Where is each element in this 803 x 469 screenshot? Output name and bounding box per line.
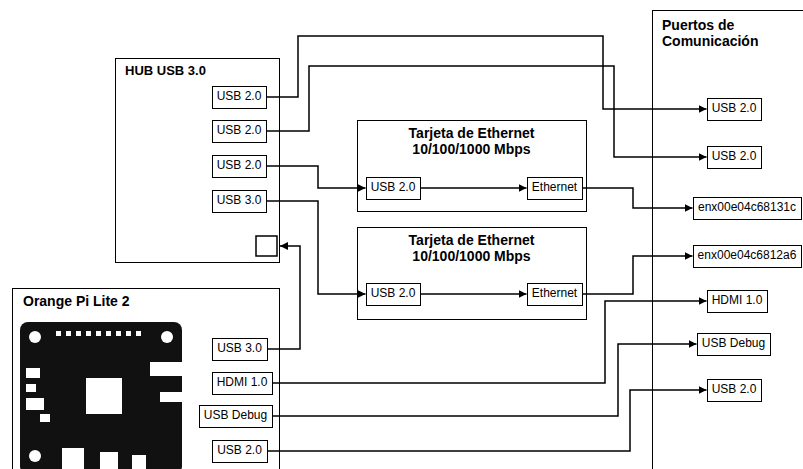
port-label: Ethernet: [532, 181, 577, 194]
port-label: USB 2.0: [371, 181, 416, 194]
connector-arrow: [421, 187, 527, 189]
hub-box: HUB USB 3.0USB 2.0USB 2.0USB 2.0USB 3.0: [115, 58, 280, 263]
box-title: Orange Pi Lite 2: [23, 293, 263, 309]
port-box: HDMI 1.0: [707, 290, 768, 313]
port-label: USB Debug: [204, 409, 267, 422]
port-box: USB 2.0: [366, 283, 421, 306]
port-label: USB 2.0: [217, 444, 262, 457]
box-title: HUB USB 3.0: [125, 64, 275, 79]
port-box: USB Debug: [697, 333, 771, 356]
port-box: HDMI 1.0: [212, 372, 273, 395]
port-box: USB 2.0: [707, 379, 762, 402]
port-box: Ethernet: [527, 283, 583, 306]
port-box: USB 2.0: [212, 155, 267, 178]
port-box: enx00e04c6812a6: [693, 245, 802, 268]
ports-panel: Puertos de ComunicaciónUSB 2.0USB 2.0enx…: [652, 10, 803, 469]
port-label: USB 2.0: [217, 124, 262, 137]
port-box: USB Debug: [199, 405, 273, 428]
port-box: USB 2.0: [366, 177, 421, 200]
port-label: USB 2.0: [217, 90, 262, 103]
port-label: HDMI 1.0: [712, 294, 763, 307]
connector-arrow: [267, 66, 707, 157]
port-label: USB Debug: [702, 337, 765, 350]
box-title: Puertos de Comunicación: [662, 17, 802, 49]
port-box: USB 3.0: [212, 338, 268, 361]
connector-arrow: [583, 188, 693, 208]
port-label: USB 3.0: [217, 342, 262, 355]
port-box: USB 2.0: [707, 98, 762, 121]
port-box: USB 2.0: [707, 146, 762, 169]
connector-arrow: [268, 390, 707, 451]
connector-arrow: [267, 36, 707, 109]
box-title: Tarjeta de Ethernet 10/100/1000 Mbps: [358, 125, 585, 157]
connector-arrow: [273, 301, 707, 383]
port-box: USB 2.0: [212, 120, 267, 143]
port-label: USB 2.0: [217, 159, 262, 172]
box-title: Tarjeta de Ethernet 10/100/1000 Mbps: [358, 232, 585, 264]
port-box: enx00e04c68131c: [693, 197, 802, 220]
port-box: USB 2.0: [212, 440, 268, 463]
connector-arrow: [267, 201, 366, 294]
port-box: USB 2.0: [212, 86, 267, 109]
usb-port-square: [256, 236, 277, 256]
port-label: HDMI 1.0: [217, 376, 268, 389]
port-label: USB 3.0: [217, 194, 262, 207]
board-box: Orange Pi Lite 2 USB 3.0HDMI 1.0USB Debug…: [12, 288, 280, 469]
connector-arrow: [268, 246, 301, 349]
port-label: USB 2.0: [712, 102, 757, 115]
port-label: enx00e04c68131c: [698, 201, 796, 214]
board-illustration: [20, 322, 182, 469]
ethernet-card: Tarjeta de Ethernet 10/100/1000 MbpsUSB …: [357, 227, 587, 320]
connector-arrow: [273, 344, 697, 416]
connector-arrow: [267, 166, 366, 188]
port-label: USB 2.0: [371, 287, 416, 300]
port-box: Ethernet: [527, 177, 583, 200]
port-box: USB 3.0: [212, 190, 267, 213]
port-label: Ethernet: [532, 287, 577, 300]
port-label: USB 2.0: [712, 383, 757, 396]
ethernet-card: Tarjeta de Ethernet 10/100/1000 MbpsUSB …: [357, 120, 587, 212]
connector-arrow: [421, 293, 527, 295]
connector-arrow: [583, 256, 693, 294]
port-label: USB 2.0: [712, 150, 757, 163]
port-label: enx00e04c6812a6: [698, 249, 797, 262]
